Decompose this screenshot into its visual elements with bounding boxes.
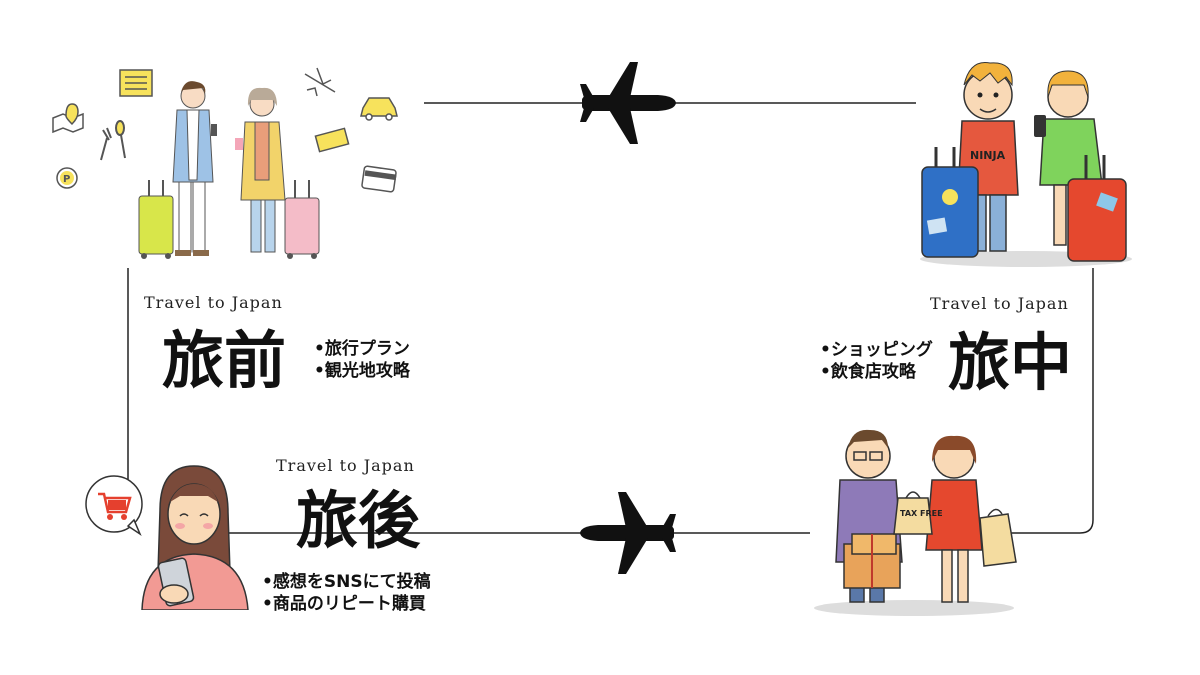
yellow-suitcase [138, 180, 174, 259]
parking-icon: P [56, 167, 78, 189]
airplane-icon-return [580, 492, 676, 574]
during-items: •ショッピング •飲食店攻略 [820, 339, 933, 383]
before-item-2: •観光地攻略 [314, 361, 410, 381]
during-trip-illustration: NINJA [920, 61, 1132, 267]
ticket-icon [314, 127, 350, 153]
shopping-illustration: TAX FREE [814, 429, 1017, 616]
before-trip-illustration: P [52, 67, 398, 259]
before-subtitle: Travel to Japan [144, 293, 283, 312]
taxi-icon [360, 97, 398, 121]
shopping-cart-icon [98, 492, 132, 520]
plane-small-icon [304, 67, 336, 97]
after-items: •感想をSNSにて投稿 •商品のリピート購買 [262, 571, 431, 615]
after-trip-illustration [85, 465, 249, 610]
during-item-2: •飲食店攻略 [820, 362, 916, 382]
during-item-1: •ショッピング [820, 340, 933, 360]
fork-spoon-icon [100, 120, 126, 161]
shirt-text: NINJA [970, 149, 1006, 162]
after-title: 旅後 [296, 484, 421, 557]
during-subtitle: Travel to Japan [930, 294, 1069, 313]
before-title: 旅前 [162, 324, 287, 397]
after-subtitle: Travel to Japan [276, 456, 415, 475]
tax-free-label: TAX FREE [900, 509, 943, 518]
card-icon [361, 165, 397, 193]
before-item-1: •旅行プラン [314, 339, 410, 359]
before-items: •旅行プラン •観光地攻略 [314, 338, 410, 382]
map-pin-icon [52, 103, 84, 134]
during-title: 旅中 [948, 326, 1073, 399]
man-figure [172, 81, 217, 256]
list-board-icon [119, 69, 153, 97]
after-item-2: •商品のリピート購買 [262, 594, 426, 614]
woman-figure [235, 87, 286, 253]
pink-suitcase [284, 180, 320, 259]
airplane-icon [580, 62, 676, 144]
shopping-cart-bubble [85, 475, 143, 537]
after-item-1: •感想をSNSにて投稿 [262, 572, 431, 592]
svg-text:P: P [63, 174, 70, 185]
